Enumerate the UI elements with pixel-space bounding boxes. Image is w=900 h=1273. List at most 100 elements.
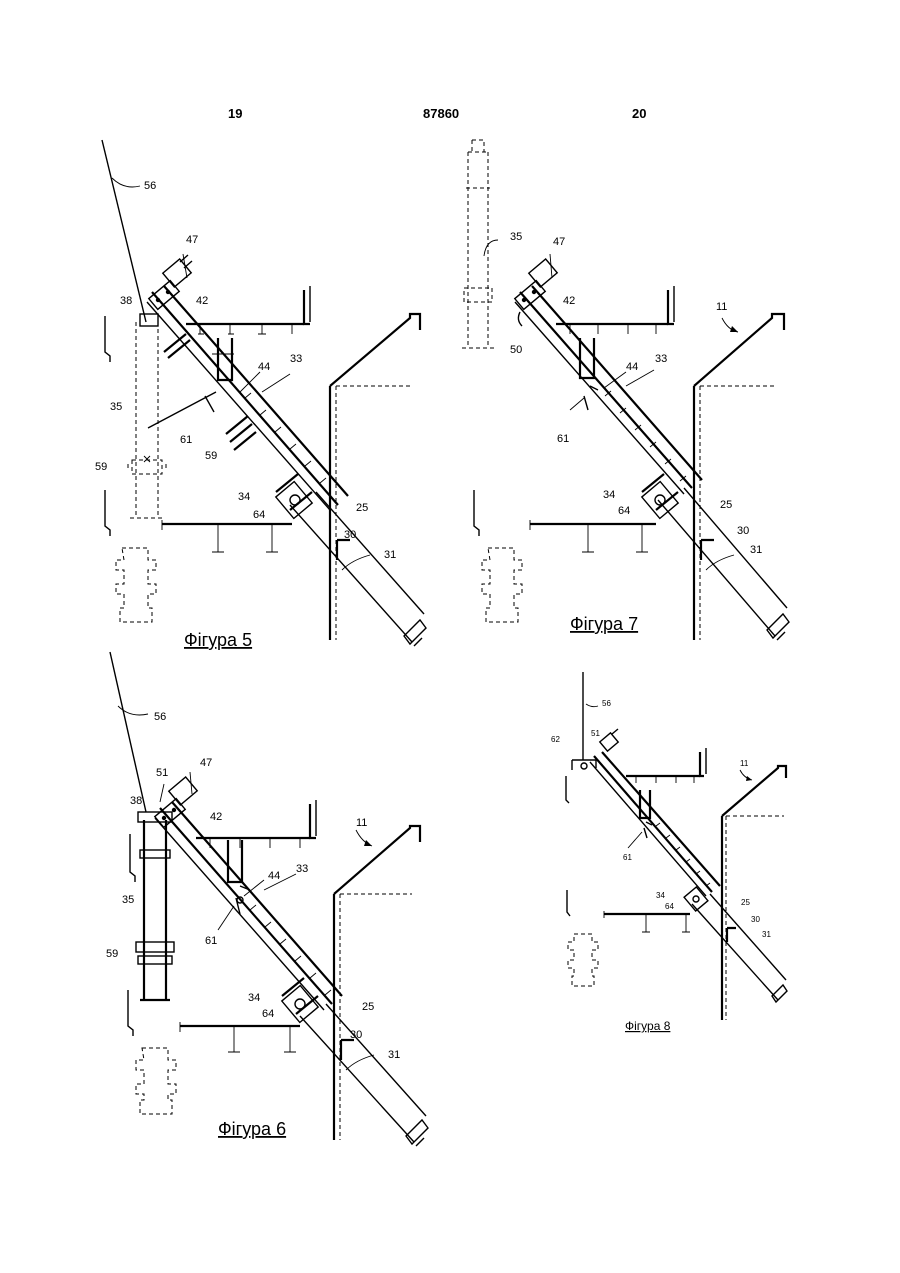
lower-pipe — [290, 492, 426, 646]
caption-figure-5: Фігура 5 — [184, 630, 252, 650]
arrow-11 — [740, 770, 752, 780]
component-outline-dashed — [116, 548, 156, 622]
cable-56 — [110, 652, 146, 812]
lower-pipe — [300, 1004, 428, 1146]
leader-61 — [628, 832, 642, 848]
label-31: 31 — [750, 544, 762, 556]
component-outline-dashed — [482, 548, 522, 622]
label-11: 11 — [740, 759, 749, 768]
label-59-left: 59 — [95, 461, 107, 473]
label-61: 61 — [623, 853, 632, 862]
leader-56 — [112, 178, 140, 187]
label-59: 59 — [106, 948, 118, 960]
label-33: 33 — [290, 353, 302, 365]
flange-34 — [282, 978, 318, 1022]
hook-upper — [105, 316, 110, 362]
hook-upper — [566, 776, 569, 803]
lower-platform — [604, 911, 690, 932]
lower-platform — [180, 1022, 300, 1052]
label-34: 34 — [656, 891, 665, 900]
label-56: 56 — [144, 180, 156, 192]
flange-34 — [276, 474, 312, 518]
leader — [484, 240, 498, 256]
inclined-column — [155, 802, 342, 1010]
label-61: 61 — [557, 433, 569, 445]
label-44: 44 — [268, 870, 280, 882]
hook-lower — [105, 490, 110, 536]
tank-wall — [334, 826, 420, 1140]
figure-5: 56 47 38 42 44 33 35 61 59 59 34 64 25 3… — [95, 140, 426, 650]
lower-platform — [530, 520, 656, 552]
label-25: 25 — [362, 1001, 374, 1013]
label-11: 11 — [356, 817, 367, 829]
label-30: 30 — [737, 525, 749, 537]
label-61: 61 — [180, 434, 192, 446]
hook-lower — [567, 890, 570, 916]
label-47: 47 — [200, 757, 212, 769]
label-34: 34 — [603, 489, 615, 501]
label-42: 42 — [563, 295, 575, 307]
tank-wall — [694, 314, 784, 640]
label-31: 31 — [388, 1049, 400, 1061]
figure-7: 35 47 42 11 50 44 33 61 34 64 25 30 31 Ф… — [462, 140, 789, 640]
pipe-35-solid — [136, 812, 174, 1000]
rod-61-pivot — [205, 396, 214, 412]
arrow-11-head — [746, 776, 752, 781]
leader — [706, 555, 734, 570]
label-30: 30 — [751, 915, 760, 924]
label-38: 38 — [130, 795, 142, 807]
label-64: 64 — [262, 1008, 274, 1020]
label-25: 25 — [720, 499, 732, 511]
leader — [262, 374, 290, 392]
motor-47 — [149, 255, 192, 309]
component-outline-dashed — [568, 934, 598, 986]
hook-lower — [474, 490, 479, 536]
leader — [346, 1055, 374, 1070]
inclined-column — [147, 286, 348, 510]
leader — [604, 372, 626, 388]
label-25: 25 — [741, 898, 750, 907]
label-47: 47 — [186, 234, 198, 246]
label-47: 47 — [553, 236, 565, 248]
label-56: 56 — [154, 711, 166, 723]
label-11: 11 — [716, 301, 727, 313]
pipe-35-dashed — [128, 314, 166, 518]
label-33: 33 — [655, 353, 667, 365]
hook-lower — [128, 990, 133, 1036]
caption-figure-8: Фігура 8 — [625, 1019, 671, 1033]
label-35: 35 — [510, 231, 522, 243]
label-31: 31 — [384, 549, 396, 561]
label-34: 34 — [238, 491, 250, 503]
motor-47 — [600, 729, 618, 751]
label-59-column: 59 — [205, 450, 217, 462]
label-51: 51 — [156, 767, 168, 779]
label-35: 35 — [110, 401, 122, 413]
caption-figure-7: Фігура 7 — [570, 614, 638, 634]
label-31: 31 — [762, 930, 771, 939]
label-44: 44 — [258, 361, 270, 373]
label-35: 35 — [122, 894, 134, 906]
label-64: 64 — [665, 902, 674, 911]
label-42: 42 — [210, 811, 222, 823]
label-64: 64 — [253, 509, 265, 521]
pipe-35-dashed — [462, 140, 494, 348]
lower-pipe — [692, 894, 787, 1002]
label-61: 61 — [205, 935, 217, 947]
label-30: 30 — [344, 529, 356, 541]
label-51: 51 — [591, 729, 600, 738]
label-33: 33 — [296, 863, 308, 875]
leader-61 — [570, 398, 584, 410]
label-62: 62 — [551, 735, 560, 744]
arrow-11-head — [730, 326, 738, 332]
label-38: 38 — [120, 295, 132, 307]
pivot-61 — [584, 386, 598, 410]
label-25: 25 — [356, 502, 368, 514]
caption-figure-6: Фігура 6 — [218, 1119, 286, 1139]
label-50: 50 — [510, 344, 522, 356]
label-64: 64 — [618, 505, 630, 517]
leader-61 — [218, 906, 234, 930]
bracket-62-pin — [581, 763, 587, 769]
figure-8: 56 62 51 11 61 34 64 25 30 31 Фігура 8 — [551, 672, 787, 1033]
figure-6: 56 51 47 38 42 11 44 33 35 61 59 34 64 2… — [106, 652, 428, 1146]
